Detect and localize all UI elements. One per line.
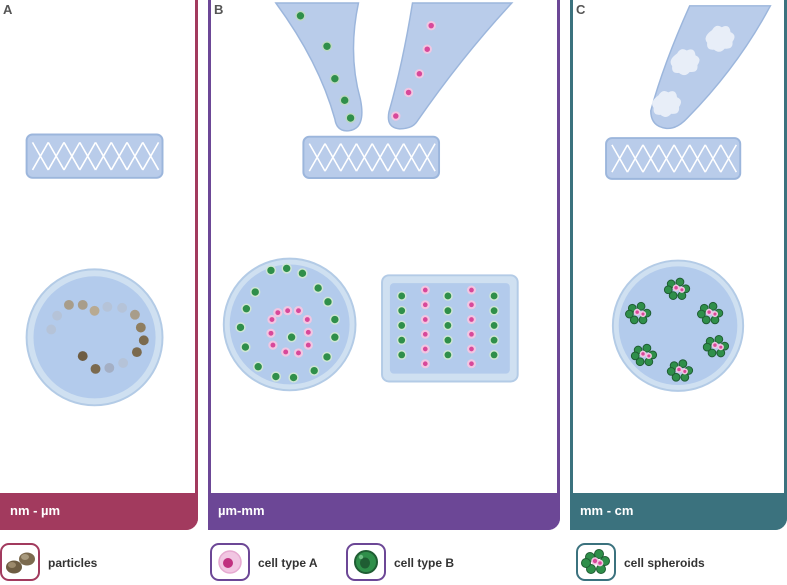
panel-a-illustration <box>25 133 164 407</box>
legend-label: particles <box>48 556 98 570</box>
legend-cell-type-a: cell type A <box>210 543 340 585</box>
mesh-insert-b <box>302 135 441 179</box>
pipette-spheroids <box>650 5 772 130</box>
particle-pattern <box>46 299 149 374</box>
particles-icon <box>0 543 40 581</box>
cell-type-a-ring <box>266 306 313 358</box>
legend-label: cell type B <box>394 556 455 570</box>
scale-label: mm - cm <box>580 503 634 518</box>
cell-grid-type-b <box>396 291 499 360</box>
panel-letter: A <box>3 2 13 17</box>
panel-b-illustration <box>222 2 519 392</box>
cell-type-b-icon <box>346 543 386 581</box>
cell-spheroids-icon <box>576 543 616 581</box>
mesh-insert-a <box>25 133 164 179</box>
spheroid <box>666 359 694 382</box>
panel-c: C mm - cm <box>570 0 787 530</box>
legend-particles: particles <box>0 543 150 585</box>
cell-type-b-ring <box>235 263 341 383</box>
legend-cell-type-b: cell type B <box>346 543 476 585</box>
spheroid <box>630 343 658 367</box>
panel-letter: B <box>214 2 224 17</box>
cell-type-a-icon <box>210 543 250 581</box>
cell-grid-type-a <box>420 285 477 369</box>
mesh-insert-c <box>605 137 742 180</box>
scale-label: µm-mm <box>218 503 265 518</box>
pipette-cell-type-b <box>274 2 363 132</box>
scale-label: nm - µm <box>10 503 61 518</box>
scale-bar: µm-mm <box>208 493 560 530</box>
panel-b: B µm-mm <box>208 0 560 530</box>
spheroid <box>696 301 724 325</box>
legend-cell-spheroids: cell spheroids <box>576 543 726 585</box>
scale-bar: nm - µm <box>0 493 198 530</box>
panel-letter: C <box>576 2 586 17</box>
pipette-cell-type-a <box>387 2 514 130</box>
spheroid <box>663 277 691 300</box>
spheroid <box>625 301 652 325</box>
legend-label: cell spheroids <box>624 556 705 570</box>
spheroid <box>702 334 730 358</box>
scale-bar: mm - cm <box>570 493 787 530</box>
panel-a: A nm - µm <box>0 0 198 530</box>
panel-c-illustration <box>605 5 772 392</box>
legend-label: cell type A <box>258 556 318 570</box>
